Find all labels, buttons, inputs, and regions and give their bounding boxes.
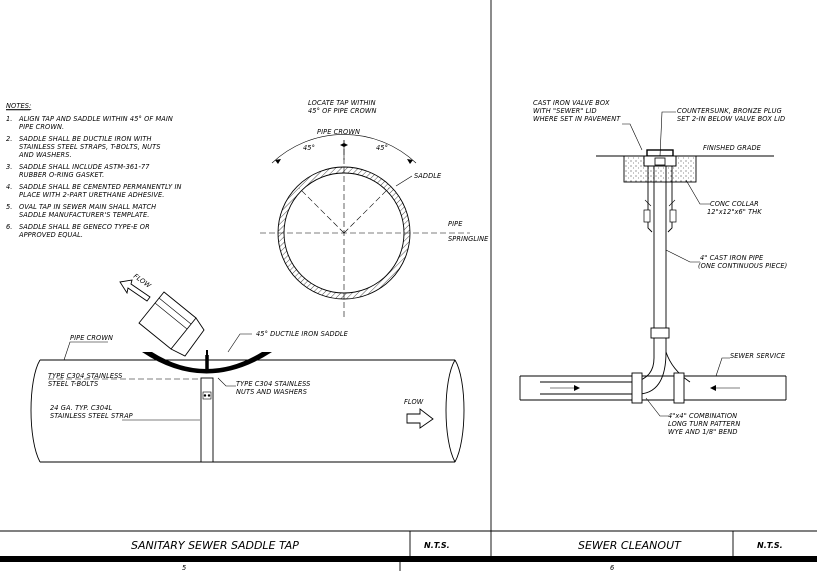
footer-left-number: 5 <box>182 564 186 571</box>
note-1-num: 1. <box>6 115 13 123</box>
nuts-label-2: NUTS AND WASHERS <box>236 388 307 396</box>
angle-left-label: 45° <box>303 144 315 152</box>
tbolts-label-1: TYPE C304 STAINLESS <box>48 372 122 380</box>
angle-right-label: 45° <box>376 144 388 152</box>
note-3-line-2: RUBBER O-RING GASKET. <box>19 171 104 179</box>
saddle-elevation-detail: FLOW PIPE CROWN 45° DUCTILE IRON S <box>30 272 465 463</box>
pipe-crown-label: PIPE CROWN <box>70 334 113 342</box>
nuts-label-1: TYPE C304 STAINLESS <box>236 380 310 388</box>
collar-label-1: CONC COLLAR <box>710 200 759 208</box>
title-block: SANITARY SEWER SADDLE TAP N.T.S. SEWER C… <box>131 539 783 571</box>
note-1-line-1: ALIGN TAP AND SADDLE WITHIN 45° OF MAIN <box>18 115 173 123</box>
note-6-line-1: SADDLE SHALL BE GENECO TYPE-E OR <box>19 223 150 231</box>
combo-label-1: 4"x4" COMBINATION <box>668 412 737 420</box>
flow-arrow-right <box>406 408 434 429</box>
note-2-num: 2. <box>6 135 13 143</box>
strap-label-2: STAINLESS STEEL STRAP <box>50 412 133 420</box>
locate-tap-line-1: LOCATE TAP WITHIN <box>308 99 376 107</box>
note-5-line-1: OVAL TAP IN SEWER MAIN SHALL MATCH <box>19 203 156 211</box>
strap-label-1: 24 GA. TYP. C304L <box>50 404 113 412</box>
sewer-cleanout-detail: CAST IRON VALVE BOX WITH "SEWER" LID WHE… <box>519 99 787 436</box>
pipe-section-detail: LOCATE TAP WITHIN 45° OF PIPE CROWN PIPE… <box>260 99 489 318</box>
combo-label-3: WYE AND 1/8" BEND <box>668 428 738 436</box>
note-2-line-3: AND WASHERS. <box>18 151 72 159</box>
note-4-line-2: PLACE WITH 2-PART URETHANE ADHESIVE. <box>19 191 165 199</box>
plug-label-2: SET 2-IN BELOW VALVE BOX LID <box>677 115 785 123</box>
right-detail-scale: N.T.S. <box>757 541 783 550</box>
note-6-line-2: APPROVED EQUAL. <box>18 231 83 239</box>
left-detail-scale: N.T.S. <box>424 541 450 550</box>
flow-label-right: FLOW <box>404 398 424 406</box>
valve-box-label-2: WITH "SEWER" LID <box>533 107 597 115</box>
flow-arrow-diagonal <box>119 279 151 302</box>
valve-box-label-3: WHERE SET IN PAVEMENT <box>533 115 621 123</box>
springline-label: SPRINGLINE <box>448 235 489 243</box>
saddle-strap <box>200 377 214 463</box>
note-6-num: 6. <box>6 223 13 231</box>
note-2-line-1: SADDLE SHALL BE DUCTILE IRON WITH <box>19 135 152 143</box>
collar-label-2: 12"x12"x6" THK <box>707 208 762 216</box>
footer-right-number: 6 <box>610 564 614 571</box>
bronze-plug <box>654 157 666 166</box>
pipe-label: PIPE <box>448 220 463 228</box>
left-detail-title: SANITARY SEWER SADDLE TAP <box>131 539 299 552</box>
cast-pipe-label-1: 4" CAST IRON PIPE <box>700 254 764 262</box>
notes-heading: NOTES: <box>6 102 31 110</box>
cast-pipe-label-2: (ONE CONTINUOUS PIECE) <box>698 262 787 270</box>
section-pipe-crown-label: PIPE CROWN <box>317 128 360 136</box>
locate-tap-line-2: 45° OF PIPE CROWN <box>308 107 377 115</box>
note-1-line-2: PIPE CROWN. <box>19 123 64 131</box>
combo-label-2: LONG TURN PATTERN <box>668 420 740 428</box>
saddle-body <box>142 352 272 374</box>
notes-block: NOTES: 1. ALIGN TAP AND SADDLE WITHIN 45… <box>6 102 182 239</box>
finished-grade-label: FINISHED GRADE <box>703 144 762 152</box>
right-detail-title: SEWER CLEANOUT <box>578 539 682 552</box>
note-5-line-2: SADDLE MANUFACTURER'S TEMPLATE. <box>19 211 150 219</box>
ductile-saddle-label: 45° DUCTILE IRON SADDLE <box>256 330 349 338</box>
sewer-service-label: SEWER SERVICE <box>730 352 786 360</box>
note-2-line-2: STAINLESS STEEL STRAPS, T-BOLTS, NUTS <box>19 143 161 151</box>
saddle-tap-stub <box>138 291 205 357</box>
note-3-num: 3. <box>6 163 13 171</box>
section-saddle-label: SADDLE <box>414 172 442 180</box>
note-4-num: 4. <box>6 183 13 191</box>
note-4-line-1: SADDLE SHALL BE CEMENTED PERMANENTLY IN <box>19 183 182 191</box>
note-5-num: 5. <box>6 203 13 211</box>
plug-label-1: COUNTERSUNK, BRONZE PLUG <box>677 107 782 115</box>
flow-label-diagonal: FLOW <box>132 272 153 290</box>
valve-box-label-1: CAST IRON VALVE BOX <box>533 99 610 107</box>
tbolts-label-2: STEEL T-BOLTS <box>48 380 98 388</box>
note-3-line-1: SADDLE SHALL INCLUDE ASTM-361-77 <box>19 163 150 171</box>
